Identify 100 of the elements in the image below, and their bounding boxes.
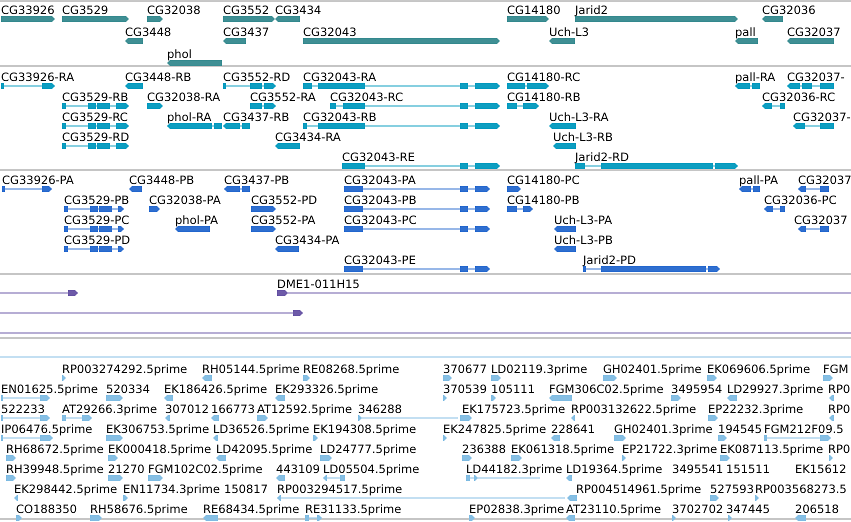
feature-label: GH02401.5prime bbox=[603, 363, 702, 375]
feature-label: LD24777.5prime bbox=[320, 443, 416, 455]
feature-label: 151511 bbox=[726, 463, 770, 475]
feature-label: 346288 bbox=[358, 403, 402, 415]
feature-label: RH39948.5prime bbox=[6, 463, 104, 475]
feature-label: CG32037 bbox=[798, 174, 851, 186]
feature-label: CG3552-RD bbox=[223, 71, 290, 83]
feature-label: CG33926-PA bbox=[2, 174, 74, 186]
feature-label: LD29927.3prime bbox=[727, 383, 824, 395]
feature-label: 3702702 bbox=[672, 503, 724, 515]
feature-label: EP21722.3prime bbox=[622, 443, 718, 455]
feature-label: 3495954 bbox=[671, 383, 722, 395]
feature-label: CG14180 bbox=[507, 4, 561, 16]
feature-label: 236388 bbox=[462, 443, 506, 455]
feature-label: 443109 bbox=[276, 463, 320, 475]
feature-label: pall bbox=[735, 26, 756, 38]
feature-label: CG32043-RB bbox=[303, 111, 377, 123]
feature-label: CG3529-PB bbox=[64, 194, 130, 206]
feature-label: 347445 bbox=[726, 503, 770, 515]
feature-label: Uch-L3-PB bbox=[554, 234, 613, 246]
feature-label: 527593 bbox=[710, 483, 754, 495]
feature-label: CG3434-RA bbox=[275, 131, 341, 143]
feature-label: EK247825.5prime bbox=[443, 423, 546, 435]
feature-label: CG32043-RC bbox=[330, 91, 404, 103]
feature-label: 21270 bbox=[108, 463, 145, 475]
feature-label: pall-PA bbox=[739, 174, 778, 186]
feature-label: CG32043-PE bbox=[344, 254, 416, 266]
feature-label: CG3529-RC bbox=[62, 111, 128, 123]
feature-label: CG3529-RD bbox=[62, 131, 130, 143]
feature-label: CO188350 bbox=[16, 503, 77, 515]
feature-label: CG14180-PB bbox=[507, 194, 580, 206]
feature-label: EK087113.5prime bbox=[720, 443, 824, 455]
feature-label: 3495541 bbox=[672, 463, 724, 475]
feature-label: Uch-L3 bbox=[549, 26, 589, 38]
feature-label: IP06476.5prime bbox=[1, 423, 92, 435]
feature-label: LD44182.3prime bbox=[466, 463, 562, 475]
feature-label: CG14180-RB bbox=[507, 91, 581, 103]
feature-label: CG32043 bbox=[303, 26, 357, 38]
feature-label: LD05504.5prime bbox=[323, 463, 420, 475]
feature-label: AT12592.5prime bbox=[257, 403, 352, 415]
feature-label: CG3437-PB bbox=[224, 174, 290, 186]
feature-label: CG14180-RC bbox=[507, 71, 580, 83]
feature-label: RH68672.5prime bbox=[6, 443, 104, 455]
feature-label: 206518 bbox=[795, 503, 839, 515]
feature-label: CG3448-RB bbox=[125, 71, 192, 83]
feature-label: CG3434 bbox=[275, 4, 322, 16]
feature-label: RE68434.5prime bbox=[203, 503, 300, 515]
feature-label: EK293326.5prime bbox=[275, 383, 378, 395]
feature-label: FGM306C02.5prime bbox=[549, 383, 664, 395]
feature-label: RP003132622.5prime bbox=[571, 403, 696, 415]
feature-label: 166773 bbox=[211, 403, 255, 415]
feature-label: 370677 bbox=[443, 363, 487, 375]
feature-label: LD02119.3prime bbox=[491, 363, 588, 375]
feature-label: EK069606.5prime bbox=[707, 363, 810, 375]
feature-label: FGM212F09.5 bbox=[764, 423, 844, 435]
feature-label: Jarid2-PD bbox=[583, 254, 636, 266]
feature-label: FGM102C02.5prime bbox=[148, 463, 263, 475]
feature-label: EN01625.5prime bbox=[1, 383, 98, 395]
feature-label: CG3434-PA bbox=[275, 234, 340, 246]
feature-label: phol bbox=[167, 48, 192, 60]
feature-label: CG32038 bbox=[147, 4, 201, 16]
feature-label: Uch-L3-PA bbox=[554, 214, 612, 226]
feature-label: CG3529-RB bbox=[62, 91, 128, 103]
feature-label: EK061318.5prime bbox=[511, 443, 614, 455]
feature-label: RP0 bbox=[828, 443, 850, 455]
feature-label: CG32036-RC bbox=[762, 91, 836, 103]
feature-label: 370539 bbox=[443, 383, 487, 395]
feature-label: EK298442.5prime bbox=[14, 483, 118, 495]
feature-label: pall-RA bbox=[735, 71, 776, 83]
feature-label: CG32038-RA bbox=[147, 91, 220, 103]
feature-label: FGM bbox=[823, 363, 848, 375]
feature-label: CG32036-PC bbox=[764, 194, 837, 206]
feature-label: CG3437 bbox=[223, 26, 270, 38]
feature-label: AT23110.5prime bbox=[566, 503, 662, 515]
feature-label: CG32036 bbox=[762, 4, 816, 16]
feature-label: CG32043-PC bbox=[344, 214, 417, 226]
feature-label: 520334 bbox=[106, 383, 150, 395]
feature-label: CG33926 bbox=[1, 4, 55, 16]
feature-label: CG32037 bbox=[787, 26, 841, 38]
feature-label: CG3448 bbox=[125, 26, 172, 38]
feature-label: RH05144.5prime bbox=[202, 363, 300, 375]
feature-label: DME1-011H15 bbox=[277, 278, 360, 290]
feature-label: 105111 bbox=[491, 383, 535, 395]
feature-label: CG3529-PC bbox=[64, 214, 130, 226]
feature-label: EK15612 bbox=[795, 463, 846, 475]
feature-label: phol-PA bbox=[175, 214, 218, 226]
feature-label: CG32043-RA bbox=[303, 71, 376, 83]
feature-label: RP0 bbox=[828, 383, 850, 395]
feature-label: RH58676.5prime bbox=[90, 503, 188, 515]
feature-label: LD42095.5prime bbox=[216, 443, 312, 455]
feature-label: EP22232.3prime bbox=[708, 403, 804, 415]
feature-label: CG32037- bbox=[787, 71, 845, 83]
feature-label: 194545 bbox=[718, 423, 762, 435]
feature-label: 150817 bbox=[224, 483, 268, 495]
feature-label: EK175723.5prime bbox=[462, 403, 566, 415]
feature-label: RP003294517.5prime bbox=[277, 483, 402, 495]
feature-label: CG3552 bbox=[223, 4, 270, 16]
feature-label: CG3448-PB bbox=[129, 174, 194, 186]
feature-label: RE08268.5prime bbox=[303, 363, 400, 375]
feature-label: EP02838.3prime bbox=[469, 503, 564, 515]
